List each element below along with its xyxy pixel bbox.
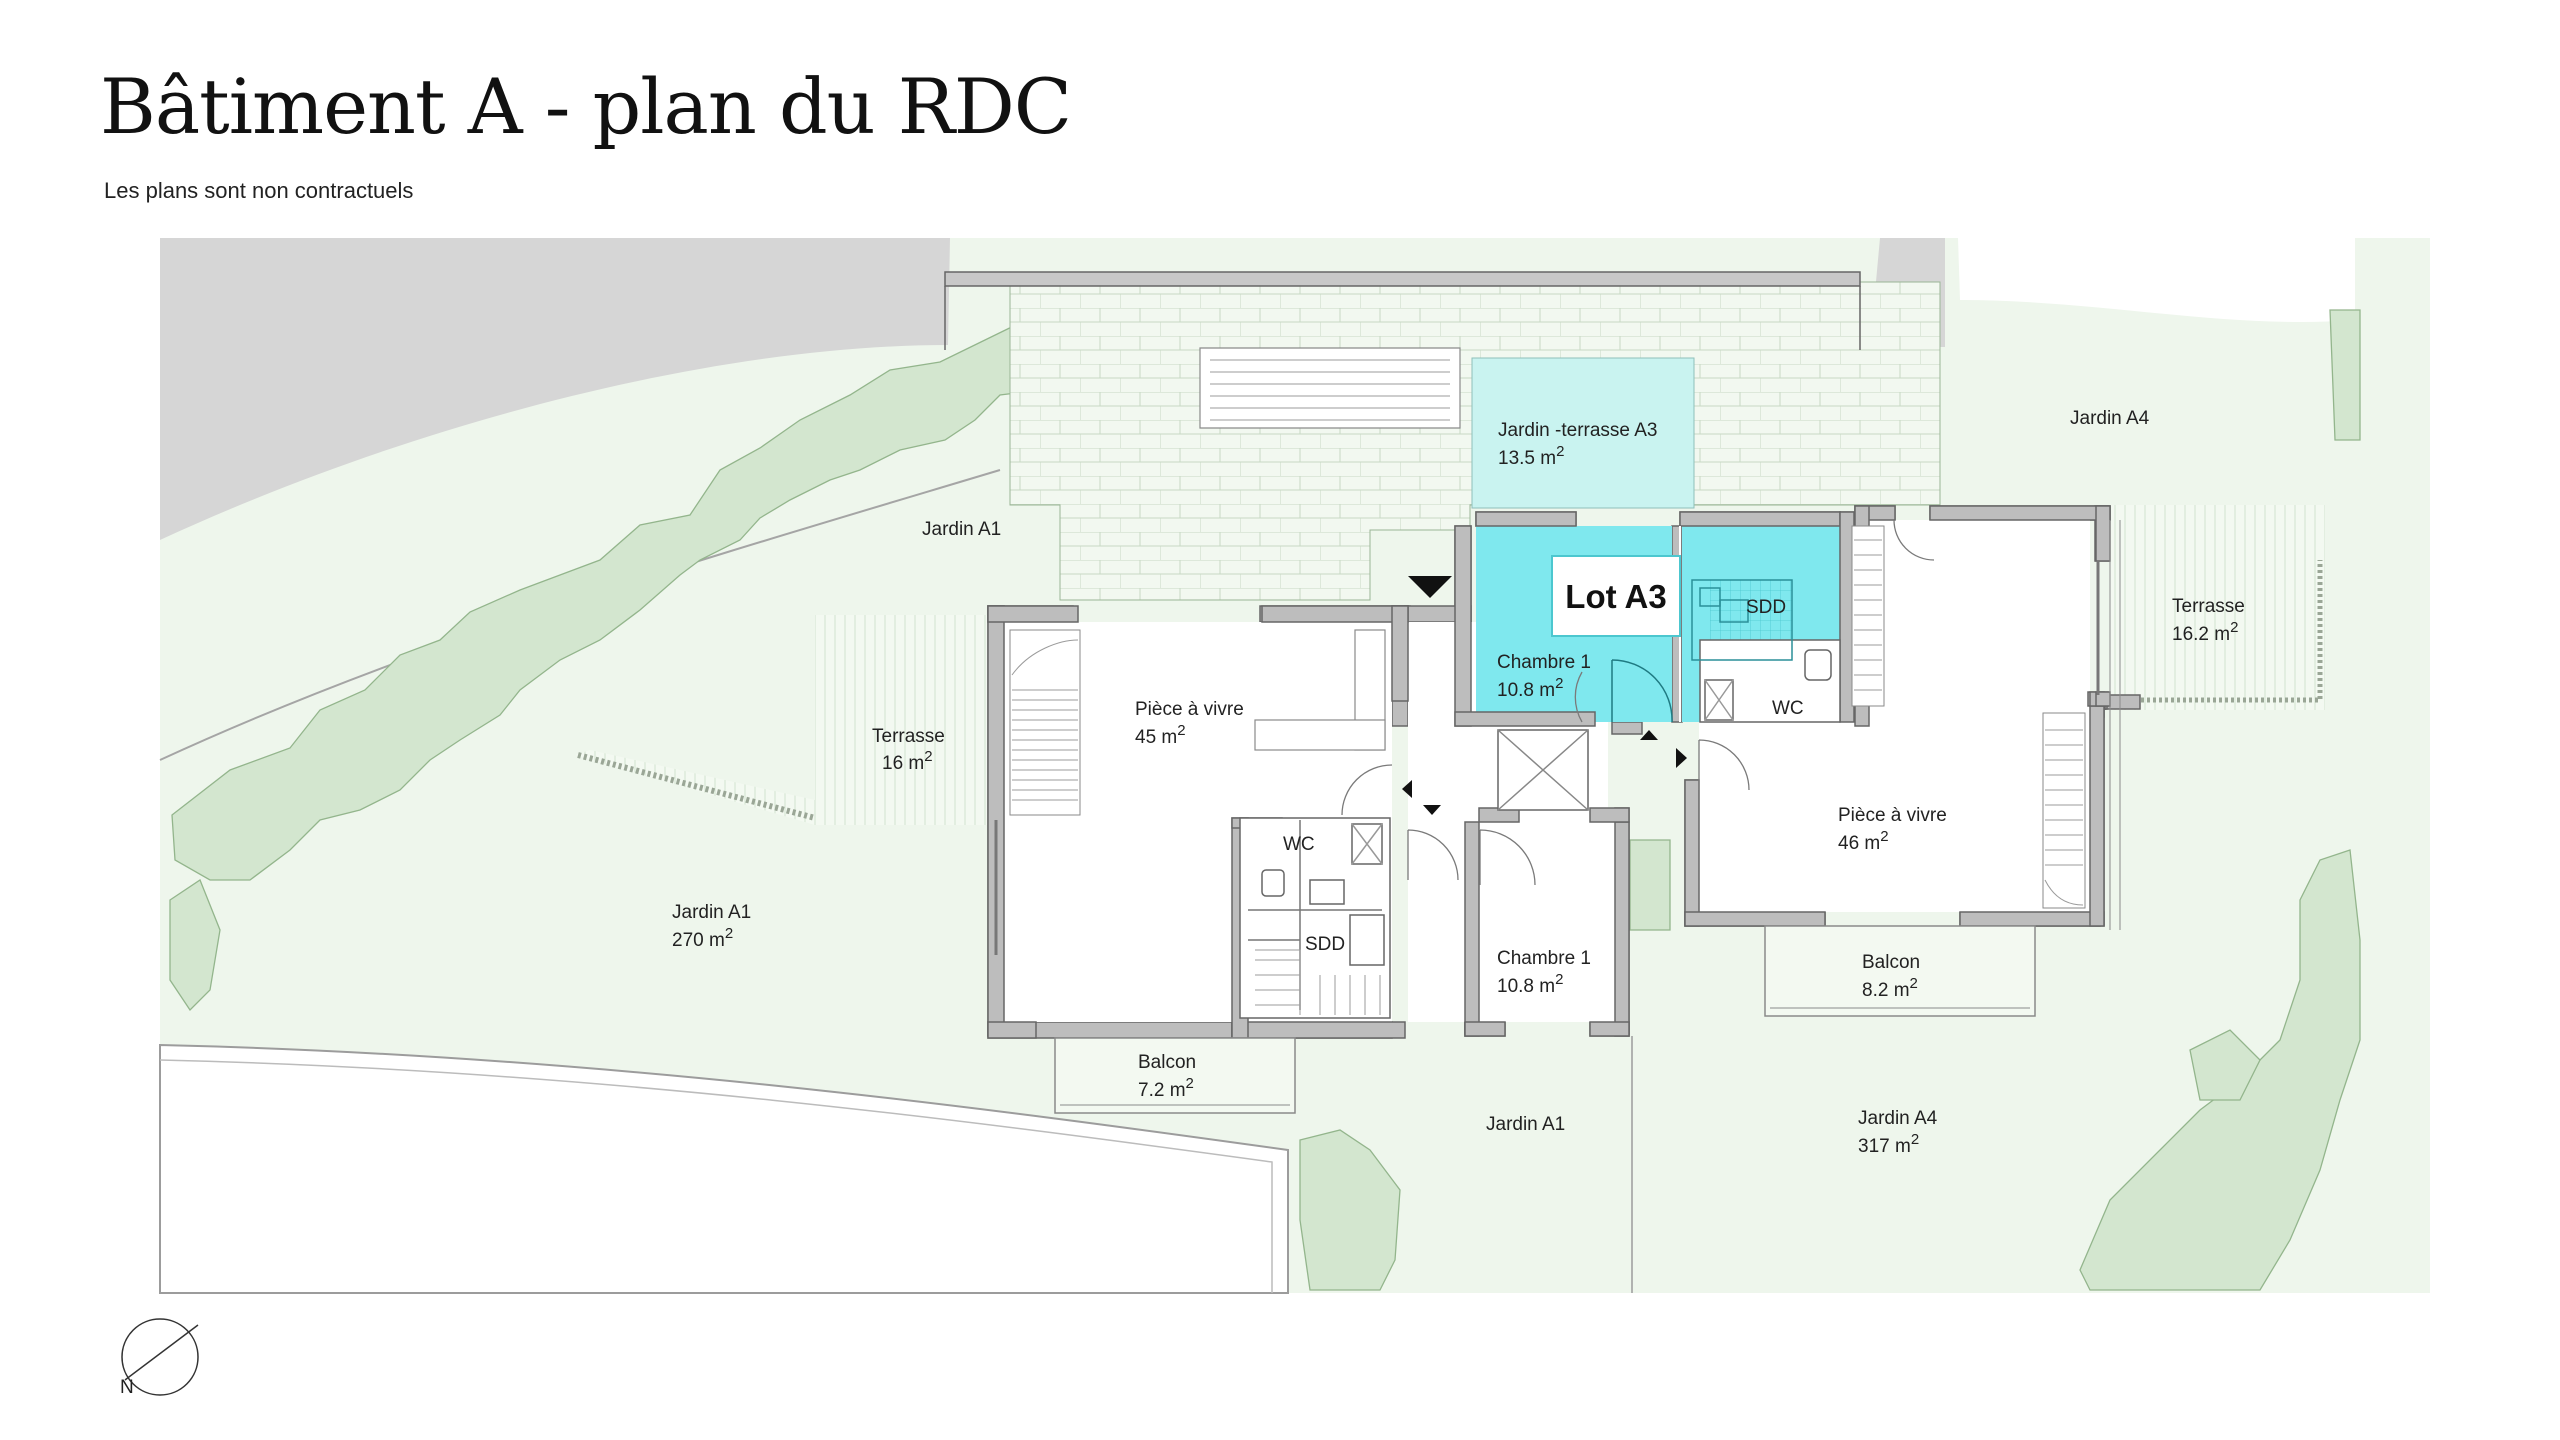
label-wc-left: WC	[1283, 834, 1315, 855]
terrasse-left-edge	[577, 752, 816, 821]
vegetation	[169, 309, 2361, 1291]
wc-right	[1699, 639, 1841, 723]
stair-lower	[1255, 949, 1381, 1015]
label-wc-right: WC	[1772, 698, 1804, 719]
label-terrasse-right-name: Terrasse	[2172, 596, 2245, 617]
compass-needle-icon	[124, 1324, 199, 1381]
doors	[1341, 519, 1935, 886]
label-jardin-a1-bottom: Jardin A1	[1486, 1114, 1565, 1135]
road-top	[160, 238, 950, 540]
chambre-mid-floor	[1479, 822, 1615, 1022]
label-jardin-a1-top: Jardin A1	[922, 519, 1001, 540]
label-balcon-left-name: Balcon	[1138, 1052, 1196, 1073]
label-balcon-right-name: Balcon	[1862, 952, 1920, 973]
balcon-right	[1764, 925, 2036, 1017]
terrasse-right-edge	[2105, 560, 2323, 703]
label-piece-right-name: Pièce à vivre	[1838, 805, 1947, 826]
balcon-left	[1054, 1037, 1296, 1114]
compass-label: N	[120, 1377, 134, 1398]
label-jardin-a1-left-name: Jardin A1	[672, 902, 751, 923]
terrasse-right	[2110, 505, 2325, 710]
label-terrasse-right-area: 16.2 m2	[2172, 619, 2238, 645]
label-jardin-a4-bottom-area: 317 m2	[1858, 1131, 1919, 1157]
road-bottom-lane	[159, 1059, 1273, 1293]
stair-right	[2042, 712, 2086, 909]
label-piece-right-area: 46 m2	[1838, 828, 1889, 854]
arrow-right-icon	[1676, 748, 1687, 768]
elevator	[1497, 729, 1589, 811]
compass: N	[120, 1318, 199, 1398]
stair-a3-side	[1851, 525, 1885, 707]
label-jardin-a4-top: Jardin A4	[2070, 408, 2150, 429]
retaining-wall-top	[944, 271, 1861, 287]
label-piece-left-name: Pièce à vivre	[1135, 699, 1244, 720]
label-terrasse-left-name: Terrasse	[872, 726, 945, 747]
lot-label-box	[1551, 555, 1681, 637]
label-chambre-mid-area: 10.8 m2	[1497, 971, 1563, 997]
terrasse-left	[575, 615, 990, 825]
label-chambre-a3-name: Chambre 1	[1497, 652, 1591, 673]
label-balcon-left-area: 7.2 m2	[1138, 1075, 1194, 1101]
label-piece-left-area: 45 m2	[1135, 722, 1186, 748]
label-terrasse-left-area: 16 m2	[882, 748, 933, 774]
garden-terrasse-a3	[1471, 357, 1695, 509]
side-lines-right	[2109, 520, 2121, 930]
page-title: Bâtiment A - plan du RDC	[100, 62, 1072, 151]
arrow-down-icon	[1408, 576, 1452, 598]
arrow-down-small-icon	[1423, 805, 1441, 815]
stair-left	[1009, 629, 1081, 816]
arrow-left-icon	[1402, 780, 1412, 798]
lot-label: Lot A3	[1565, 578, 1666, 615]
label-jardin-a1-left-area: 270 m2	[672, 925, 733, 951]
label-jardin-a3-name: Jardin -terrasse A3	[1498, 420, 1657, 441]
label-jardin-a3-area: 13.5 m2	[1498, 443, 1564, 469]
label-sdd-a3: SDD	[1746, 597, 1786, 618]
arrow-up-icon	[1640, 730, 1658, 740]
road-bottom	[159, 1043, 1289, 1294]
label-jardin-a4-bottom-name: Jardin A4	[1858, 1108, 1938, 1129]
entrance-arrows	[1402, 576, 1687, 815]
label-sdd-left: SDD	[1305, 934, 1345, 955]
wc-sdd-left	[1239, 817, 1391, 1019]
garden-a4-top-patch	[1958, 238, 2355, 323]
page-subtitle: Les plans sont non contractuels	[104, 178, 414, 203]
label-balcon-right-area: 8.2 m2	[1862, 975, 1918, 1001]
label-chambre-mid-name: Chambre 1	[1497, 948, 1591, 969]
label-chambre-a3-area: 10.8 m2	[1497, 675, 1563, 701]
kitchen-left	[1254, 629, 1386, 751]
compass-circle	[121, 1318, 199, 1396]
